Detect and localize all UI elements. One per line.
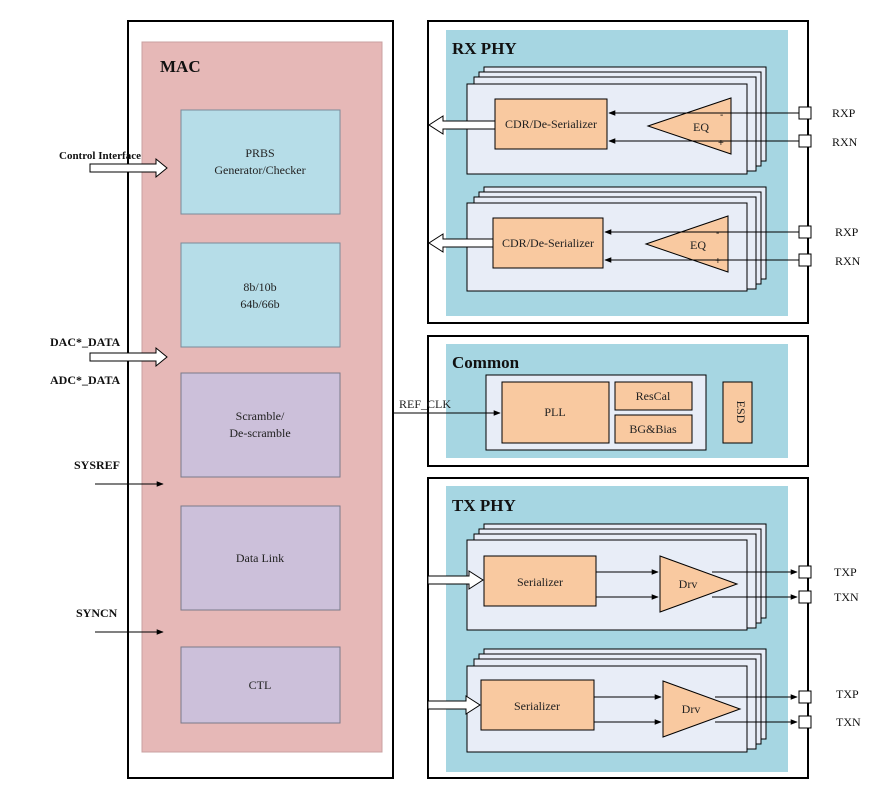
bgbias-label: BG&Bias bbox=[629, 422, 677, 436]
tx-lane-1-serializer-label: Serializer bbox=[517, 575, 563, 589]
tx-lane-1-txn-label: TXN bbox=[834, 590, 859, 604]
control-interface-label: Control Interface bbox=[59, 150, 141, 162]
rx-lane-2-rxn-pad bbox=[798, 253, 812, 267]
tx-lane-1-input-arrow bbox=[427, 570, 484, 590]
tx-lane-2: Serializer Drv TXP TXN bbox=[427, 648, 861, 753]
mac-section: MAC PRBS Generator/Checker 8b/10b 64b/66… bbox=[127, 20, 394, 779]
rx-lane-2-eq-amp bbox=[644, 215, 729, 273]
rx-lane-2-eq-label: EQ bbox=[690, 238, 706, 252]
external-signals: Control Interface DAC*_DATA ADC*_DATA SY… bbox=[50, 150, 168, 635]
rx-lane-1-cdr-block bbox=[494, 98, 608, 150]
tx-lane-2-txn-pad bbox=[798, 715, 812, 729]
rescal-block bbox=[614, 381, 693, 411]
esd-block bbox=[722, 381, 753, 444]
tx-lane-2-txp-pad bbox=[798, 690, 812, 704]
pll-label: PLL bbox=[544, 405, 565, 419]
mac-block-datalink-box bbox=[180, 505, 341, 611]
rx-lane-1-plus-sign: + bbox=[718, 138, 724, 149]
tx-phy-title: TX PHY bbox=[452, 496, 516, 515]
pll-block bbox=[501, 381, 610, 444]
tx-lane-1-txp-label: TXP bbox=[834, 565, 857, 579]
sysref-label: SYSREF bbox=[74, 458, 120, 472]
mac-block-ctl-line1: CTL bbox=[249, 678, 272, 692]
mac-block-encoding-line2: 64b/66b bbox=[240, 297, 279, 311]
rx-phy-title: RX PHY bbox=[452, 39, 517, 58]
mac-title: MAC bbox=[160, 57, 201, 76]
mac-block-prbs-line2: Generator/Checker bbox=[214, 163, 305, 177]
rx-lane-2-cdr-label: CDR/De-Serializer bbox=[502, 236, 594, 250]
mac-block-prbs: PRBS Generator/Checker bbox=[180, 109, 341, 215]
rx-phy-section: RX PHY CDR/De-Serializer EQ - + RXP RXN bbox=[427, 20, 861, 324]
tx-lane-2-driver-amp bbox=[662, 680, 742, 738]
syncn-label: SYNCN bbox=[76, 606, 118, 620]
rx-lane-2-rxp-pad bbox=[798, 225, 812, 239]
tx-lane-2-txn-label: TXN bbox=[836, 715, 861, 729]
mac-block-encoding-box bbox=[180, 242, 341, 348]
dac-data-label: DAC*_DATA bbox=[50, 335, 121, 349]
rx-lane-2-plus-sign: + bbox=[715, 256, 721, 267]
tx-lane-2-serializer-label: Serializer bbox=[514, 699, 560, 713]
tx-lane-2-serializer-block bbox=[480, 679, 595, 731]
rx-lane-2-rxn-label: RXN bbox=[835, 254, 861, 268]
rx-lane-1: CDR/De-Serializer EQ - + RXP RXN bbox=[428, 66, 858, 175]
mac-block-datalink-line1: Data Link bbox=[236, 551, 284, 565]
rx-lane-2: CDR/De-Serializer EQ - + RXP RXN bbox=[428, 186, 861, 292]
common-section: Common PLL ResCal BG&Bias ESD bbox=[427, 335, 809, 467]
tx-lane-1-txp-pad bbox=[798, 565, 812, 579]
tx-phy-section: TX PHY Serializer Drv TXP TXN bbox=[427, 477, 861, 779]
tx-lane-2-input-arrow bbox=[427, 695, 481, 715]
control-interface-arrow bbox=[89, 157, 168, 179]
rx-lane-2-output-arrow bbox=[428, 233, 494, 253]
rx-lane-2-rxp-label: RXP bbox=[835, 225, 859, 239]
ref-clk-signal: REF_CLK bbox=[393, 397, 501, 416]
adc-data-label: ADC*_DATA bbox=[50, 373, 121, 387]
mac-block-datalink: Data Link bbox=[180, 505, 341, 611]
rx-lane-2-minus-sign: - bbox=[716, 228, 719, 239]
rx-lane-1-eq-amp bbox=[646, 97, 732, 155]
rx-lane-1-rxp-label: RXP bbox=[832, 106, 856, 120]
mac-block-encoding-line1: 8b/10b bbox=[243, 280, 276, 294]
dac-data-arrow bbox=[89, 346, 168, 368]
mac-block-scramble-box bbox=[180, 372, 341, 478]
mac-block-scramble-line1: Scramble/ bbox=[236, 409, 285, 423]
rx-lane-1-cdr-label: CDR/De-Serializer bbox=[505, 117, 597, 131]
ref-clk-label: REF_CLK bbox=[399, 397, 451, 411]
mac-block-encoding: 8b/10b 64b/66b bbox=[180, 242, 341, 348]
rx-lane-1-minus-sign: - bbox=[720, 110, 723, 121]
esd-label: ESD bbox=[734, 401, 748, 424]
mac-block-prbs-box bbox=[180, 109, 341, 215]
rx-lane-2-cdr-block bbox=[492, 217, 604, 269]
bgbias-block bbox=[614, 414, 693, 444]
mac-block-prbs-line1: PRBS bbox=[245, 146, 274, 160]
rx-lane-1-rxn-pad bbox=[798, 134, 812, 148]
common-title: Common bbox=[452, 353, 520, 372]
tx-lane-1-txn-pad bbox=[798, 590, 812, 604]
rx-lane-1-output-arrow bbox=[428, 115, 496, 135]
tx-lane-1-serializer-block bbox=[483, 555, 597, 607]
mac-block-ctl: CTL bbox=[180, 646, 341, 724]
mac-block-scramble: Scramble/ De-scramble bbox=[180, 372, 341, 478]
rescal-label: ResCal bbox=[636, 389, 671, 403]
tx-lane-1-driver-label: Drv bbox=[679, 577, 698, 591]
rx-lane-1-rxp-pad bbox=[798, 106, 812, 120]
mac-block-scramble-line2: De-scramble bbox=[229, 426, 290, 440]
mac-block-ctl-box bbox=[180, 646, 341, 724]
rx-lane-1-eq-label: EQ bbox=[693, 120, 709, 134]
rx-lane-1-rxn-label: RXN bbox=[832, 135, 858, 149]
tx-lane-2-txp-label: TXP bbox=[836, 687, 859, 701]
tx-lane-1: Serializer Drv TXP TXN bbox=[427, 523, 859, 631]
tx-lane-2-driver-label: Drv bbox=[682, 702, 701, 716]
tx-lane-1-driver-amp bbox=[659, 555, 739, 613]
